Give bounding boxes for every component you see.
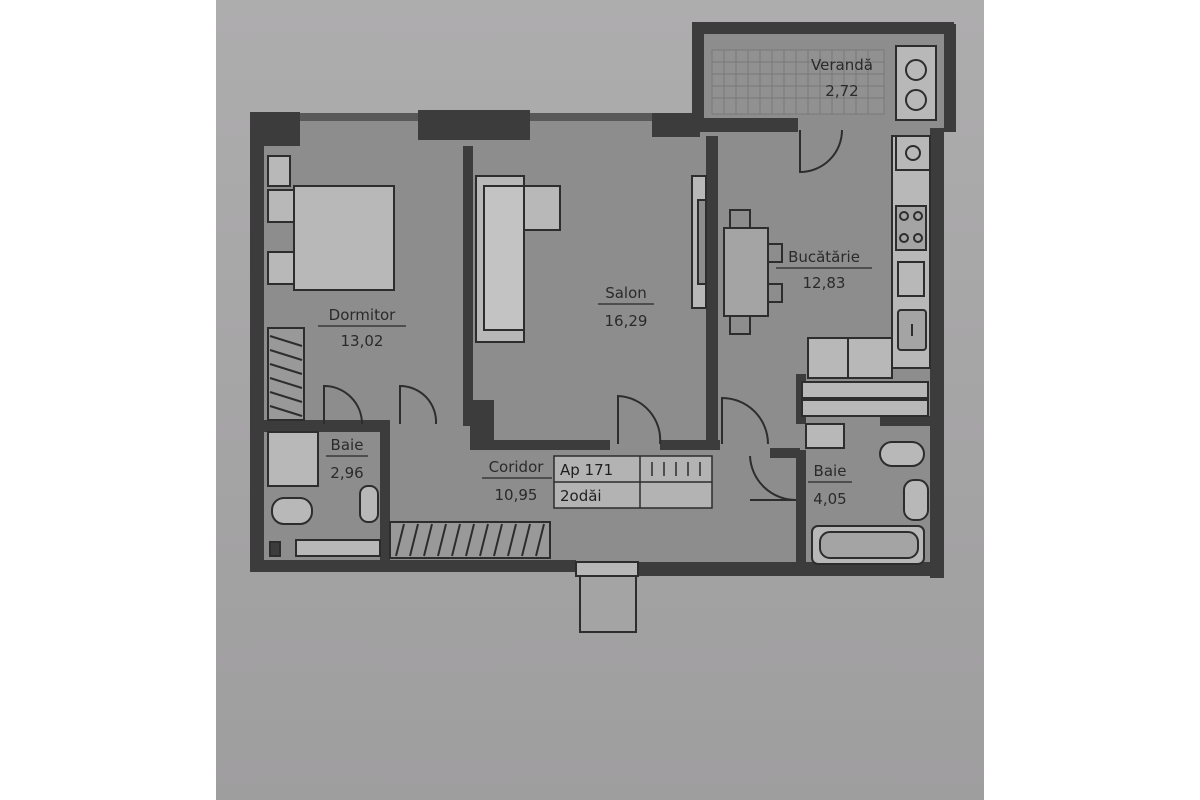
washer-right-icon [805,423,845,449]
baie-left-name: Baie [331,436,364,454]
toilet-right-icon [879,441,925,467]
room-labels: Verandă 2,72 Dormitor 13,02 Salon 16,29 … [318,56,873,508]
baie-right-area: 4,05 [813,490,846,508]
salon-area: 16,29 [605,312,648,330]
salon-name: Salon [605,284,647,302]
boiler-icon [895,45,937,171]
veranda-name: Verandă [811,56,873,74]
coridor-name: Coridor [489,458,545,476]
baie-left-area: 2,96 [330,464,363,482]
baie-right-name: Baie [814,462,847,480]
kitchen-shelves-icon [801,381,929,417]
doors [323,129,843,502]
veranda-tiles [711,49,885,115]
door-bucatarie-icon [721,396,769,445]
door-veranda-icon [799,129,843,174]
baie-right-fixtures [805,423,929,565]
sofa-icon [475,175,561,343]
washer-left-icon [295,539,381,557]
sink-kitchen-icon [897,309,927,351]
corridor-wardrobe-icon [389,521,551,559]
door-baie-left-icon [399,384,438,425]
window-salon [530,113,652,121]
fridge-icon [897,261,925,297]
sink-right-icon [903,479,929,521]
door-baie-right-icon [749,455,797,502]
apartment-rooms: 2odăi [560,487,602,505]
door-dormitor-icon [323,384,363,425]
apartment-label-box [553,455,713,509]
coridor-area: 10,95 [495,486,538,504]
door-salon-icon [617,394,662,445]
dormitor-area: 13,02 [341,332,384,350]
bed-icon [267,155,395,291]
sink-left-icon [359,485,379,523]
bucatarie-name: Bucătărie [788,248,860,266]
tv-stand-icon [691,175,707,309]
walls [250,22,956,578]
veranda-area: 2,72 [825,82,858,100]
shower-icon [267,431,319,487]
baie-left-fixtures [267,431,381,557]
stove-icon [895,205,927,251]
window-dormitor [300,113,418,121]
apartment-number: Ap 171 [560,461,613,479]
wardrobe-left-icon [267,327,305,421]
dormitor-name: Dormitor [329,306,396,324]
bucatarie-area: 12,83 [803,274,846,292]
toilet-left-icon [271,497,313,525]
entrance-door-icon [575,561,639,633]
dining-table-icon [723,209,783,335]
